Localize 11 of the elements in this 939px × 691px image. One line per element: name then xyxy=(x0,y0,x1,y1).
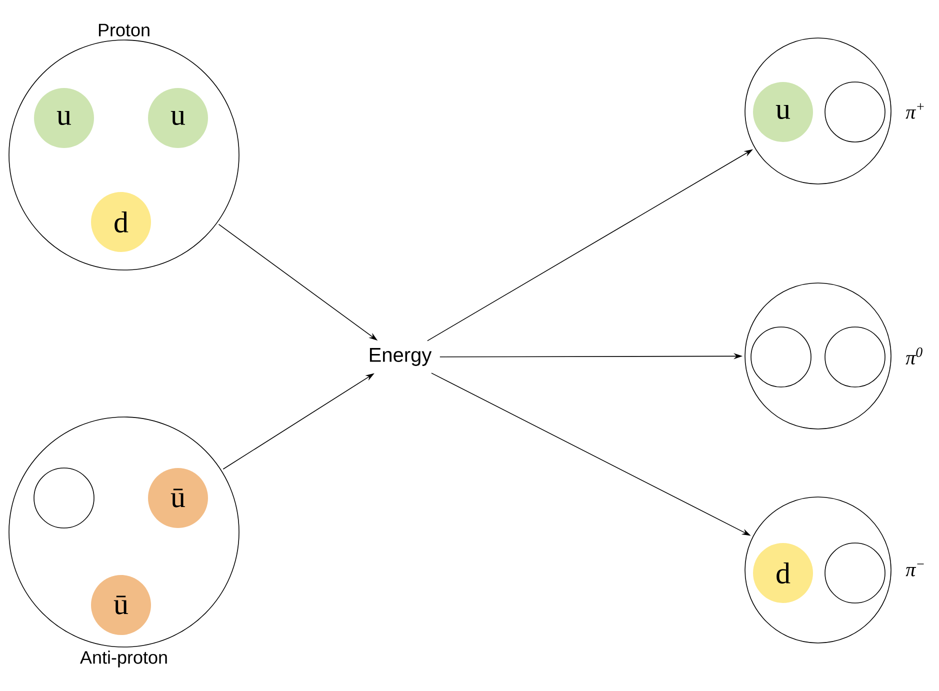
node-label: π$^{−}$ xyxy=(906,564,924,576)
empty-quark-circle xyxy=(34,468,94,528)
empty-quark-circle xyxy=(750,326,812,388)
node-label: Anti-proton xyxy=(80,650,167,668)
node-label: π$^{+}$ xyxy=(906,103,924,119)
node-label: Proton xyxy=(98,24,150,36)
empty-quark-circle xyxy=(824,542,886,604)
node-label: π$^{0}$ xyxy=(906,347,922,365)
energy-label: Energy xyxy=(370,348,432,366)
empty-quark-circle xyxy=(824,326,886,388)
empty-quark-circle xyxy=(824,82,886,142)
